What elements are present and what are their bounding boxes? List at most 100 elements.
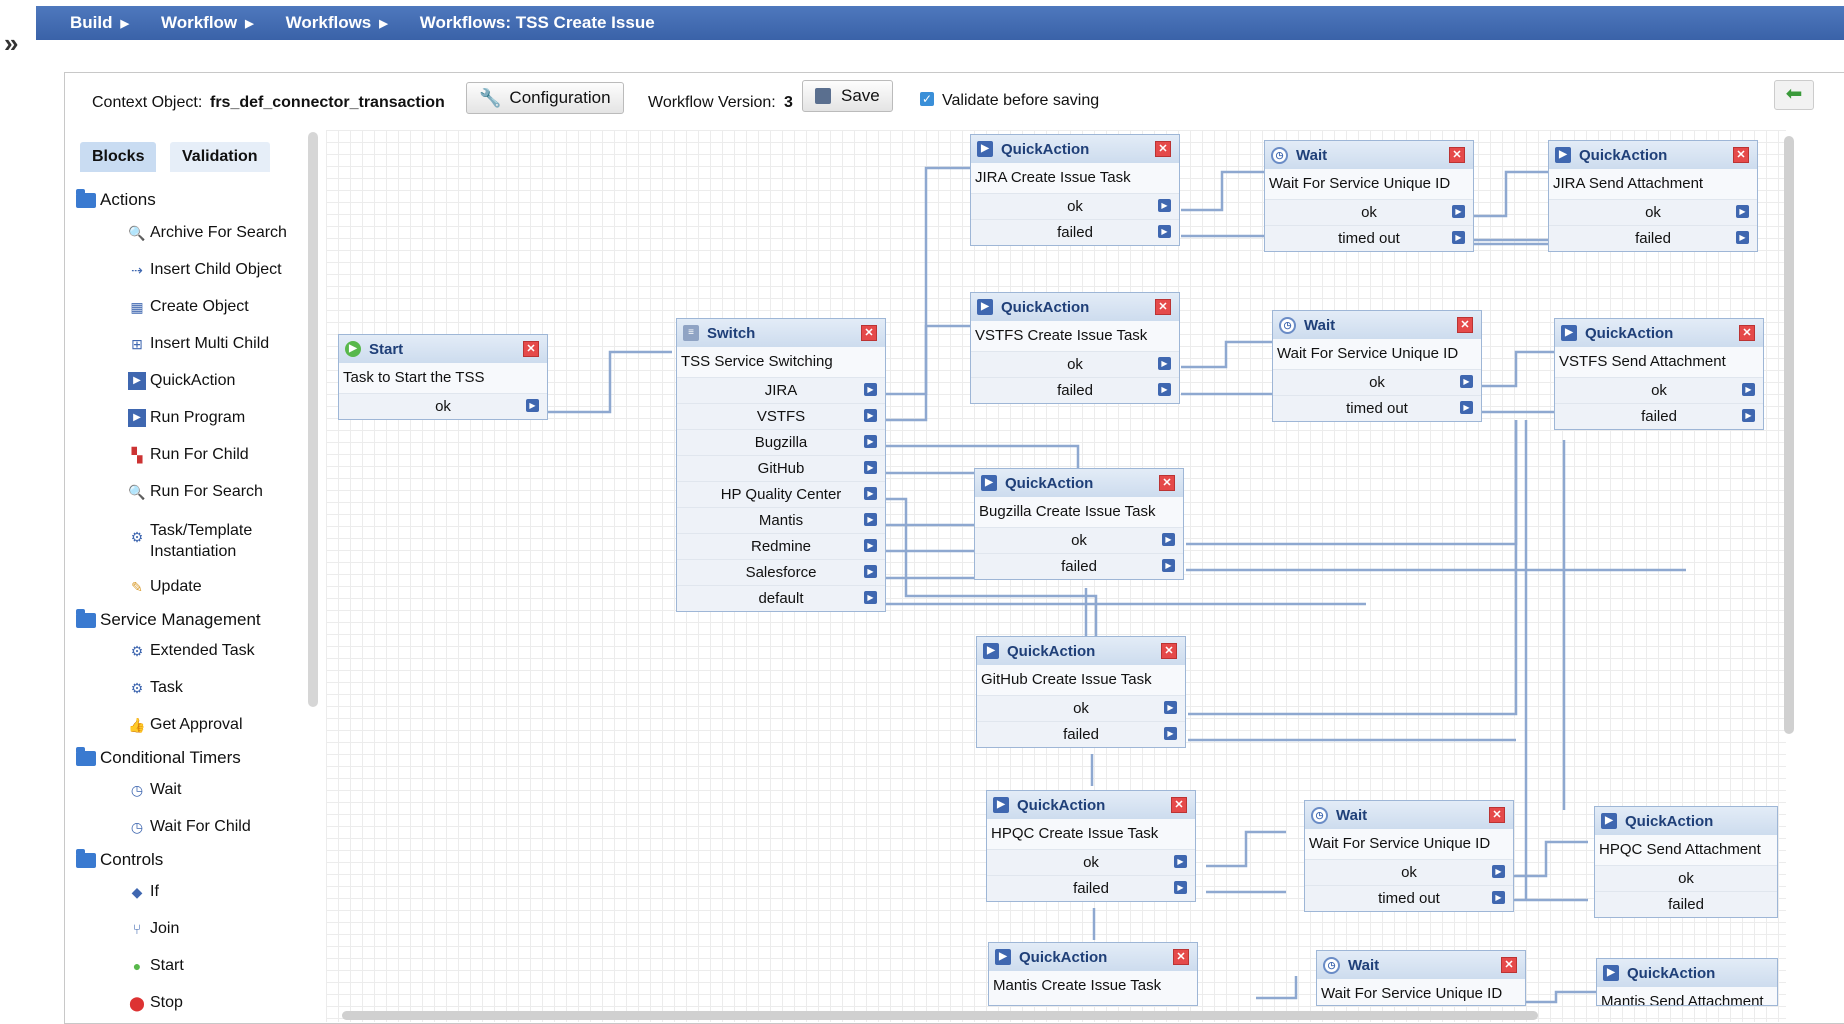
port-arrow-icon[interactable]: ▶ [1162, 559, 1175, 572]
close-icon[interactable]: ✕ [1155, 299, 1171, 315]
block-port[interactable]: failed▶ [1549, 225, 1757, 251]
block-stop[interactable]: ⬤Stop [128, 994, 183, 1012]
block-run-for-search[interactable]: 🔍Run For Search [128, 483, 263, 501]
block-port[interactable]: ok▶ [1265, 199, 1473, 225]
block-join[interactable]: ⑂Join [128, 920, 180, 938]
block-header[interactable]: ▶QuickAction✕ [971, 293, 1179, 321]
block-header[interactable]: ◷Wait✕ [1265, 141, 1473, 169]
breadcrumb-workflows[interactable]: Workflows▶ [286, 13, 388, 33]
workflow-block-vstfs-wait[interactable]: ◷Wait✕ Wait For Service Unique ID ok▶ ti… [1272, 310, 1482, 422]
block-port[interactable]: Redmine▶ [677, 533, 885, 559]
port-arrow-icon[interactable]: ▶ [1742, 383, 1755, 396]
port-arrow-icon[interactable]: ▶ [864, 435, 877, 448]
workflow-block-mantis-wait[interactable]: ◷Wait✕ Wait For Service Unique ID [1316, 950, 1526, 1006]
block-port[interactable]: Bugzilla▶ [677, 429, 885, 455]
block-port[interactable]: failed▶ [977, 721, 1185, 747]
workflow-block-jira-create[interactable]: ▶QuickAction✕ JIRA Create Issue Task ok▶… [970, 134, 1180, 246]
group-conditional-timers[interactable]: Conditional Timers [76, 746, 241, 768]
block-header[interactable]: ▶QuickAction✕ [989, 943, 1197, 971]
port-arrow-icon[interactable]: ▶ [1460, 375, 1473, 388]
block-task[interactable]: ⚙Task [128, 679, 183, 697]
block-port[interactable]: failed▶ [1555, 403, 1763, 429]
sidebar-scrollbar[interactable] [308, 132, 318, 707]
workflow-block-hpqc-attach[interactable]: ▶QuickAction HPQC Send Attachment ok fai… [1594, 806, 1778, 918]
block-header[interactable]: ▶QuickAction✕ [1549, 141, 1757, 169]
port-arrow-icon[interactable]: ▶ [1452, 205, 1465, 218]
workflow-block-hpqc-create[interactable]: ▶QuickAction✕ HPQC Create Issue Task ok▶… [986, 790, 1196, 902]
block-header[interactable]: ▶QuickAction✕ [977, 637, 1185, 665]
block-if[interactable]: ◆If [128, 883, 159, 901]
port-arrow-icon[interactable]: ▶ [1164, 727, 1177, 740]
workflow-block-mantis-attach[interactable]: ▶QuickAction Mantis Send Attachment [1596, 958, 1778, 1006]
port-arrow-icon[interactable]: ▶ [1492, 865, 1505, 878]
port-arrow-icon[interactable]: ▶ [864, 461, 877, 474]
close-icon[interactable]: ✕ [1155, 141, 1171, 157]
block-port[interactable]: ok▶ [1273, 369, 1481, 395]
block-header[interactable]: ▶Start✕ [339, 335, 547, 363]
workflow-block-jira-attach[interactable]: ▶QuickAction✕ JIRA Send Attachment ok▶ f… [1548, 140, 1758, 252]
block-header[interactable]: ▶QuickAction [1597, 959, 1777, 987]
expand-nav-icon[interactable]: » [4, 28, 19, 58]
port-arrow-icon[interactable]: ▶ [1736, 231, 1749, 244]
block-port[interactable]: ok▶ [1555, 377, 1763, 403]
close-icon[interactable]: ✕ [861, 325, 877, 341]
block-port[interactable]: ok▶ [987, 849, 1195, 875]
port-arrow-icon[interactable]: ▶ [864, 487, 877, 500]
block-header[interactable]: ▶QuickAction✕ [1555, 319, 1763, 347]
canvas-horizontal-scrollbar[interactable] [342, 1011, 1538, 1020]
port-arrow-icon[interactable]: ▶ [1162, 533, 1175, 546]
port-arrow-icon[interactable]: ▶ [864, 565, 877, 578]
block-port[interactable]: failed▶ [971, 219, 1179, 245]
port-arrow-icon[interactable]: ▶ [1174, 881, 1187, 894]
port-arrow-icon[interactable]: ▶ [1460, 401, 1473, 414]
close-icon[interactable]: ✕ [1171, 797, 1187, 813]
canvas-vertical-scrollbar[interactable] [1784, 136, 1794, 734]
block-header[interactable]: ▶QuickAction✕ [975, 469, 1183, 497]
block-header[interactable]: ◷Wait✕ [1305, 801, 1513, 829]
block-port[interactable]: timed out▶ [1265, 225, 1473, 251]
close-icon[interactable]: ✕ [1173, 949, 1189, 965]
port-arrow-icon[interactable]: ▶ [526, 399, 539, 412]
workflow-block-vstfs-attach[interactable]: ▶QuickAction✕ VSTFS Send Attachment ok▶ … [1554, 318, 1764, 430]
group-controls[interactable]: Controls [76, 848, 163, 870]
block-port[interactable]: GitHub▶ [677, 455, 885, 481]
block-wait-for-child[interactable]: ◷Wait For Child [128, 818, 251, 836]
block-header[interactable]: ▶QuickAction✕ [971, 135, 1179, 163]
save-button[interactable]: Save [802, 80, 893, 112]
block-insert-child-object[interactable]: ⇢Insert Child Object [128, 261, 281, 279]
close-icon[interactable]: ✕ [1489, 807, 1505, 823]
workflow-block-start[interactable]: ▶Start✕ Task to Start the TSS ok▶ [338, 334, 548, 420]
port-arrow-icon[interactable]: ▶ [1164, 701, 1177, 714]
block-port[interactable]: failed▶ [975, 553, 1183, 579]
block-port[interactable]: Mantis▶ [677, 507, 885, 533]
block-quickaction[interactable]: ▶QuickAction [128, 372, 235, 390]
block-header[interactable]: ◷Wait✕ [1317, 951, 1525, 979]
block-port[interactable]: timed out▶ [1273, 395, 1481, 421]
breadcrumb-workflow[interactable]: Workflow▶ [161, 13, 254, 33]
breadcrumb-label[interactable]: Workflows [285, 13, 372, 32]
block-port[interactable]: ok▶ [975, 527, 1183, 553]
group-service-management[interactable]: Service Management [76, 608, 261, 630]
port-arrow-icon[interactable]: ▶ [864, 513, 877, 526]
block-port[interactable]: JIRA▶ [677, 377, 885, 403]
block-header[interactable]: ▶QuickAction✕ [987, 791, 1195, 819]
group-actions[interactable]: Actions [76, 188, 156, 210]
breadcrumb-label[interactable]: Workflow [160, 13, 238, 32]
block-port[interactable]: ok▶ [971, 351, 1179, 377]
workflow-block-hpqc-wait[interactable]: ◷Wait✕ Wait For Service Unique ID ok▶ ti… [1304, 800, 1514, 912]
port-arrow-icon[interactable]: ▶ [864, 591, 877, 604]
block-task-template-instantiation[interactable]: ⚙Task/Template Instantiation [128, 520, 278, 562]
close-icon[interactable]: ✕ [1449, 147, 1465, 163]
block-port[interactable]: Salesforce▶ [677, 559, 885, 585]
block-port[interactable]: default▶ [677, 585, 885, 611]
block-header[interactable]: ▶QuickAction [1595, 807, 1777, 835]
workflow-block-switch[interactable]: ≡Switch✕ TSS Service Switching JIRA▶ VST… [676, 318, 886, 612]
block-port[interactable]: ok▶ [1549, 199, 1757, 225]
block-port[interactable]: failed▶ [971, 377, 1179, 403]
block-wait[interactable]: ◷Wait [128, 781, 182, 799]
workflow-block-bugzilla-create[interactable]: ▶QuickAction✕ Bugzilla Create Issue Task… [974, 468, 1184, 580]
block-create-object[interactable]: ▦Create Object [128, 298, 248, 316]
port-arrow-icon[interactable]: ▶ [1158, 383, 1171, 396]
block-update[interactable]: ✎Update [128, 578, 201, 596]
close-icon[interactable]: ✕ [523, 341, 539, 357]
